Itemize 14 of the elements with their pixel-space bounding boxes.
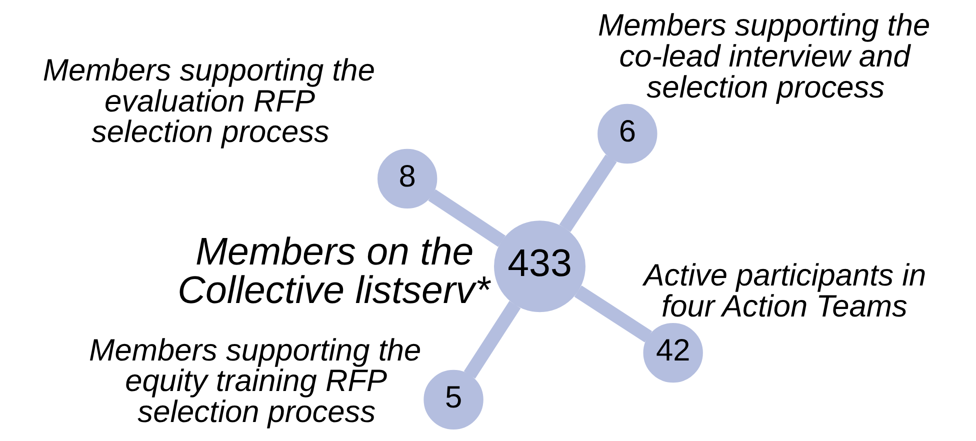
node-circle: 433 <box>494 220 586 312</box>
connector <box>559 154 617 232</box>
connector <box>464 300 521 379</box>
node-label: Active participants in four Action Teams <box>644 258 926 324</box>
connector <box>574 285 652 342</box>
node-label: Members supporting the equity training RFP selection process <box>89 332 422 429</box>
node-label: Members supporting the evaluation RFP selection process <box>42 52 375 150</box>
node-circle: 42 <box>643 322 703 383</box>
node-label: Members supporting the co-lead interview and selection process <box>598 8 930 104</box>
node-circle: 6 <box>598 104 658 164</box>
node-circle: 8 <box>377 148 438 209</box>
connector <box>428 189 506 247</box>
node-label: Members on the Collective listserv* <box>178 230 490 312</box>
node-circle: 5 <box>424 370 484 430</box>
